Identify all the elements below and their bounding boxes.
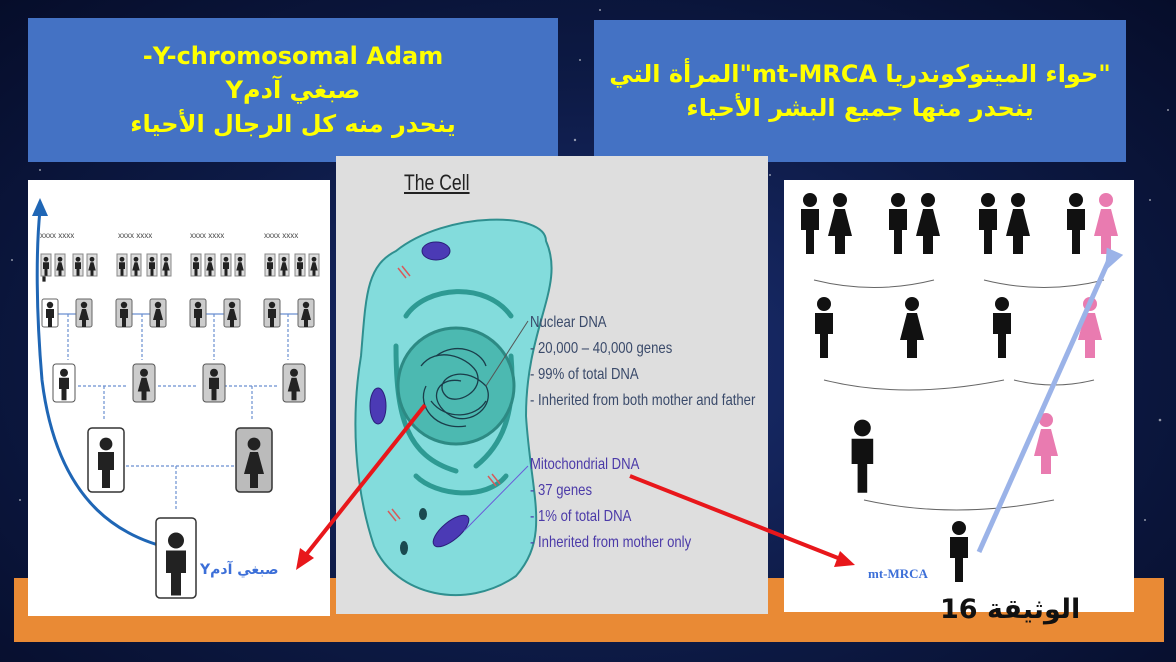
mito-dna-info: Mitochondrial DNA - 37 genes - 1% of tot… [530,452,727,556]
mt-mrca-label: mt-MRCA [868,566,928,581]
nuclear-dna-inheritance: - Inherited from both mother and father [530,392,756,409]
mito-dna-percent: - 1% of total DNA [530,508,632,525]
mito-eve-description: ينحدر منها جميع البشر الأحياء [686,94,1034,122]
cell-illustration [354,218,553,597]
y-adam-title-box: Y-chromosomal Adam- صبغي آدمY ينحدر منه … [28,18,558,162]
mt-pedigree-diagram [801,193,1124,582]
y-adam-description: ينحدر منه كل الرجال الأحياء [130,110,456,138]
svg-text:xxxx xxxx: xxxx xxxx [264,231,298,240]
y-adam-title-ar: صبغي آدمY [225,76,361,104]
mito-dna-heading: Mitochondrial DNA [530,456,640,473]
y-pedigree-diagram: xxxx xxxx xxxx xxxx xxxx xxxx xxxx xxxx [32,198,320,599]
svg-text:xxxx xxxx: xxxx xxxx [118,231,152,240]
nuclear-dna-info: Nuclear DNA - 20,000 – 40,000 genes - 99… [530,310,805,414]
mito-dna-inheritance: - Inherited from mother only [530,534,692,551]
nuclear-dna-genes: - 20,000 – 40,000 genes [530,340,673,357]
svg-text:xxxx xxxx: xxxx xxxx [40,231,74,240]
mito-dna-genes: - 37 genes [530,482,592,499]
document-number-label: الوثيقة 16 [940,594,1081,625]
nuclear-dna-heading: Nuclear DNA [530,314,607,331]
svg-text:xxxx xxxx: xxxx xxxx [190,231,224,240]
nuclear-dna-percent: - 99% of total DNA [530,366,639,383]
y-adam-title-en: Y-chromosomal Adam- [142,42,444,70]
mito-eve-title-box: "حواء الميتوكوندريا mt-MRCA"المرأة التي … [594,20,1126,162]
y-adam-label: صبغي آدمY [200,562,279,578]
cell-title: The Cell [404,170,470,195]
mito-eve-title: "حواء الميتوكوندريا mt-MRCA"المرأة التي [609,60,1111,88]
